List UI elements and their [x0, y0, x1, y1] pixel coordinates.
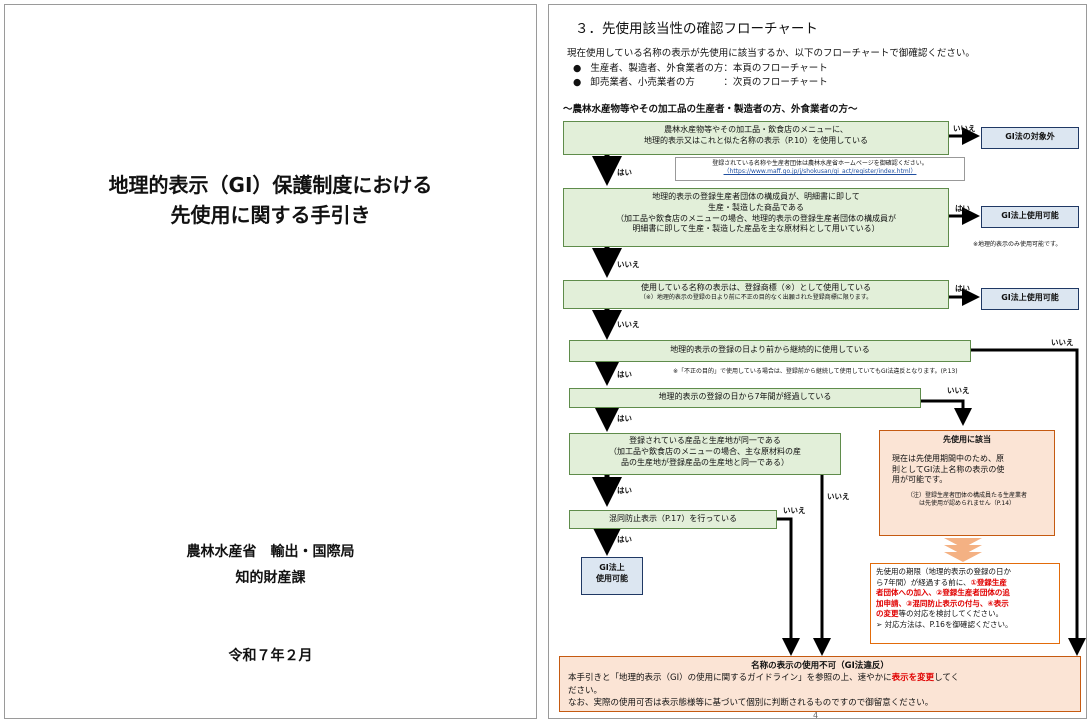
label-yes-q5: はい — [617, 414, 632, 423]
label-yes-q7: はい — [617, 535, 632, 544]
question-same-origin: 登録されている産品と生産地が同一である （加工品や飲食店のメニューの場合、主な原… — [569, 433, 841, 475]
flowchart-page: ３．先使用該当性の確認フローチャート 現在使用している名称の表示が先使用に該当す… — [548, 4, 1087, 720]
final-line1: 本手引きと「地理的表示（GI）の使用に関するガイドライン」を参照の上、速やかに表… — [568, 673, 960, 684]
prior-use-title: 先使用に該当 — [943, 435, 991, 444]
register-reference-note: 登録されている名称や生産者団体は農林水産省ホームページを御確認ください。 （ht… — [675, 157, 965, 181]
section-title: ～農林水産物等やその加工品の生産者・製造者の方、外食業者の方～ — [563, 104, 858, 115]
arrow-q7-final — [777, 517, 800, 656]
result-prior-use: 先使用に該当 現在は先使用期間中のため、原 則としてGI法上名称の表示の使 用が… — [879, 430, 1055, 536]
flowchart-heading: ３．先使用該当性の確認フローチャート — [575, 21, 818, 37]
result-usable-1-note: ※地理的表示のみ使用可能です。 — [973, 241, 1062, 248]
prior-use-note: （注）登録生産者団体の構成員たる生産業者 は先使用が認められません（P.14） — [906, 492, 1027, 508]
prior-use-body: 現在は先使用期間中のため、原 則としてGI法上名称の表示の使 用が可能です。 — [892, 453, 1005, 485]
label-yes-q2: はい — [955, 204, 970, 213]
result-usable-2: GI法上使用可能 — [981, 288, 1079, 310]
result-out-of-scope: GI法の対象外 — [981, 127, 1079, 149]
label-yes-q1: はい — [617, 168, 632, 177]
question-continuous-use: 地理的表示の登録の日より前から継続的に使用している — [569, 340, 971, 362]
label-no-q1: いいえ — [953, 124, 976, 133]
question-member-product: 地理的表示の登録生産者団体の構成員が、明細書に即して 生産・製造した商品である … — [563, 188, 949, 247]
flowchart-intro: 現在使用している名称の表示が先使用に該当するか、以下のフローチャートで御確認くだ… — [567, 48, 975, 59]
final-line3: なお、実際の使用可否は表示態様等に基づいて個別に判断されるものですので御留意くだ… — [568, 697, 934, 708]
cover-date: 令和７年２月 — [228, 648, 313, 664]
prior-period-note: 先使用の期限（地理的表示の登録の日か ら7年間）が経過する前に、①登録生産 者団… — [870, 563, 1060, 644]
label-yes-q3: はい — [955, 284, 970, 293]
label-no-q6: いいえ — [827, 492, 850, 501]
cover-title-line1: 地理的表示（GI）保護制度における — [108, 173, 433, 197]
result-usable-1: GI法上使用可能 — [981, 206, 1079, 228]
arrow-q6-final — [813, 448, 841, 656]
question-trademark: 使用している名称の表示は、登録商標（※）として使用している （※）地理的表示の登… — [563, 280, 949, 309]
cover-title-line2: 先使用に関する手引き — [170, 203, 371, 227]
label-no-q5: いいえ — [947, 386, 970, 395]
question-confusion-prevention: 混同防止表示（P.17）を行っている — [569, 510, 777, 529]
cover-org-line1: 農林水産省 輸出・国際局 — [186, 544, 355, 560]
label-no-q7: いいえ — [783, 506, 806, 515]
flowchart-bullet-2: ● 卸売業者、小売業者の方 ：次頁のフローチャート — [573, 77, 828, 88]
label-yes-q4: はい — [617, 370, 632, 379]
label-yes-q6: はい — [617, 486, 632, 495]
label-no-q2: いいえ — [617, 260, 640, 269]
page-number: 4 — [813, 711, 819, 720]
label-no-q4: いいえ — [1051, 338, 1074, 347]
improper-purpose-note: ※「不正の目的」で使用している場合は、登録前から継続して使用していてもGI法違反… — [673, 368, 958, 375]
result-usable-3: GI法上 使用可能 — [581, 557, 643, 595]
cover-org-line2: 知的財産課 — [235, 570, 306, 586]
final-line2: ださい。 — [568, 685, 603, 696]
arrow-q5-prior — [921, 399, 972, 426]
final-title: 名称の表示の使用不可（GI法違反） — [751, 661, 889, 671]
question-gi-name-use: 農林水産物等やその加工品・飲食店のメニューに、 地理的表示又はこれと似た名称の表… — [563, 121, 949, 155]
question-seven-years: 地理的表示の登録の日から7年間が経過している — [569, 388, 921, 408]
arrow-q4-final — [971, 348, 1086, 656]
flowchart-bullet-1: ● 生産者、製造者、外食業者の方：本頁のフローチャート — [573, 63, 828, 74]
chevron-down-icon — [944, 538, 982, 562]
cover-page: 地理的表示（GI）保護制度における 先使用に関する手引き 農林水産省 輸出・国際… — [4, 4, 537, 719]
label-no-q3: いいえ — [617, 320, 640, 329]
result-use-prohibited: 名称の表示の使用不可（GI法違反） 本手引きと「地理的表示（GI）の使用に関する… — [559, 656, 1081, 712]
